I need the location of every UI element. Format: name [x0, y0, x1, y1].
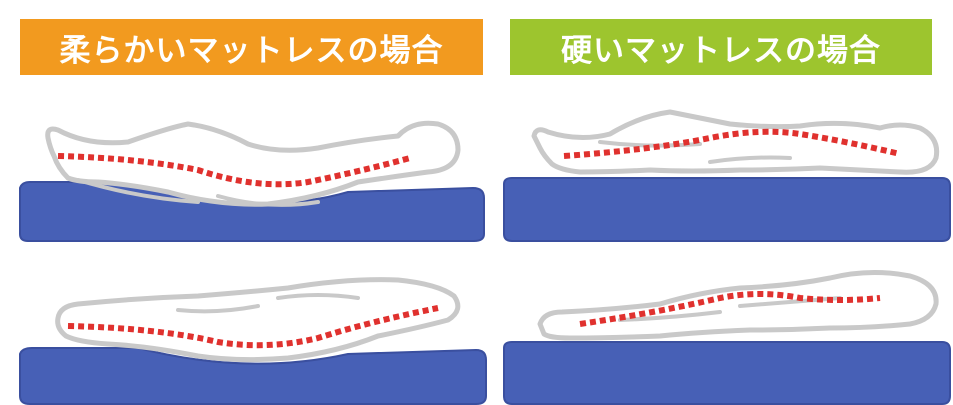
hard-mattress-back-illustration: [500, 98, 952, 248]
mattress-hard-back: [504, 178, 950, 241]
soft-mattress-header-label: 柔らかいマットレスの場合: [60, 25, 444, 70]
body-figure: [540, 272, 936, 338]
soft-mattress-side-illustration: [18, 258, 490, 405]
soft-mattress-back-illustration: [18, 98, 490, 248]
body-figure: [534, 112, 937, 172]
hard-mattress-header-label: 硬いマットレスの場合: [561, 25, 881, 70]
soft-mattress-header: 柔らかいマットレスの場合: [20, 19, 483, 75]
hard-mattress-header: 硬いマットレスの場合: [510, 19, 932, 75]
mattress-hard-side: [504, 342, 950, 404]
hard-mattress-side-illustration: [500, 258, 952, 405]
